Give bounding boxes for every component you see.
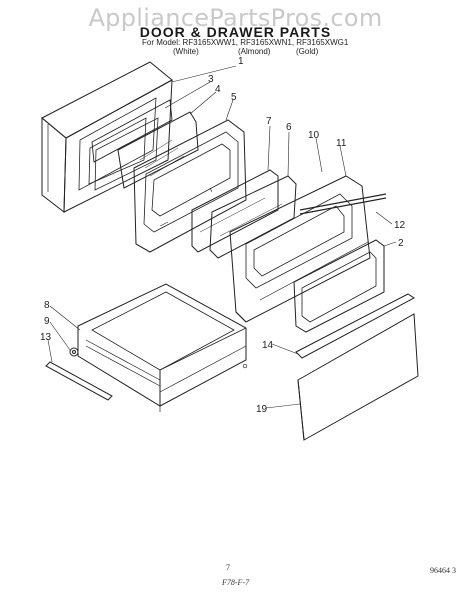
part-drawer-front-panel [297, 313, 419, 441]
part-roller [69, 347, 79, 357]
part-window-pack [293, 239, 385, 333]
callout-2: 2 [398, 238, 404, 249]
callout-1: 1 [238, 56, 244, 67]
callout-6: 6 [286, 122, 292, 133]
form-code: F78-F-7 [222, 578, 250, 587]
callout-5: 5 [231, 92, 237, 103]
part-drawer [77, 283, 247, 407]
part-glass-panes [191, 169, 297, 259]
callout-7: 7 [266, 116, 272, 127]
color-almond: (Almond) [238, 47, 271, 56]
callout-3: 3 [208, 74, 214, 85]
callout-13: 13 [40, 332, 52, 343]
model-list: For Model: RF3165XWW1, RF3165XWN1, RF316… [142, 38, 349, 47]
color-gold: (Gold) [296, 47, 319, 56]
callout-8: 8 [44, 300, 50, 311]
callout-19: 19 [256, 404, 268, 415]
callout-10: 10 [308, 130, 320, 141]
callout-14: 14 [262, 340, 274, 351]
watermark: AppliancePartsPros.com [88, 4, 383, 32]
callout-labels: 1 3 4 5 7 6 10 11 12 2 8 9 13 14 19 [40, 56, 406, 415]
document-number: 96464 3 [430, 566, 456, 575]
part-door-frame [91, 99, 173, 191]
page-number: 7 [226, 563, 230, 572]
part-handle-rod [299, 193, 387, 215]
callout-11: 11 [336, 138, 347, 149]
callout-12: 12 [394, 220, 406, 231]
callout-leader-lines [47, 65, 397, 409]
part-outer-door-panel [41, 61, 173, 213]
callout-4: 4 [215, 84, 221, 95]
part-inner-door-liner [133, 119, 247, 253]
part-outer-door-window [229, 175, 371, 323]
diagram-title: DOOR & DRAWER PARTS [139, 24, 332, 40]
part-trim-strip [295, 293, 415, 359]
callout-9: 9 [44, 316, 50, 327]
color-white: (White) [173, 47, 199, 56]
part-drawer-rail [45, 361, 113, 401]
